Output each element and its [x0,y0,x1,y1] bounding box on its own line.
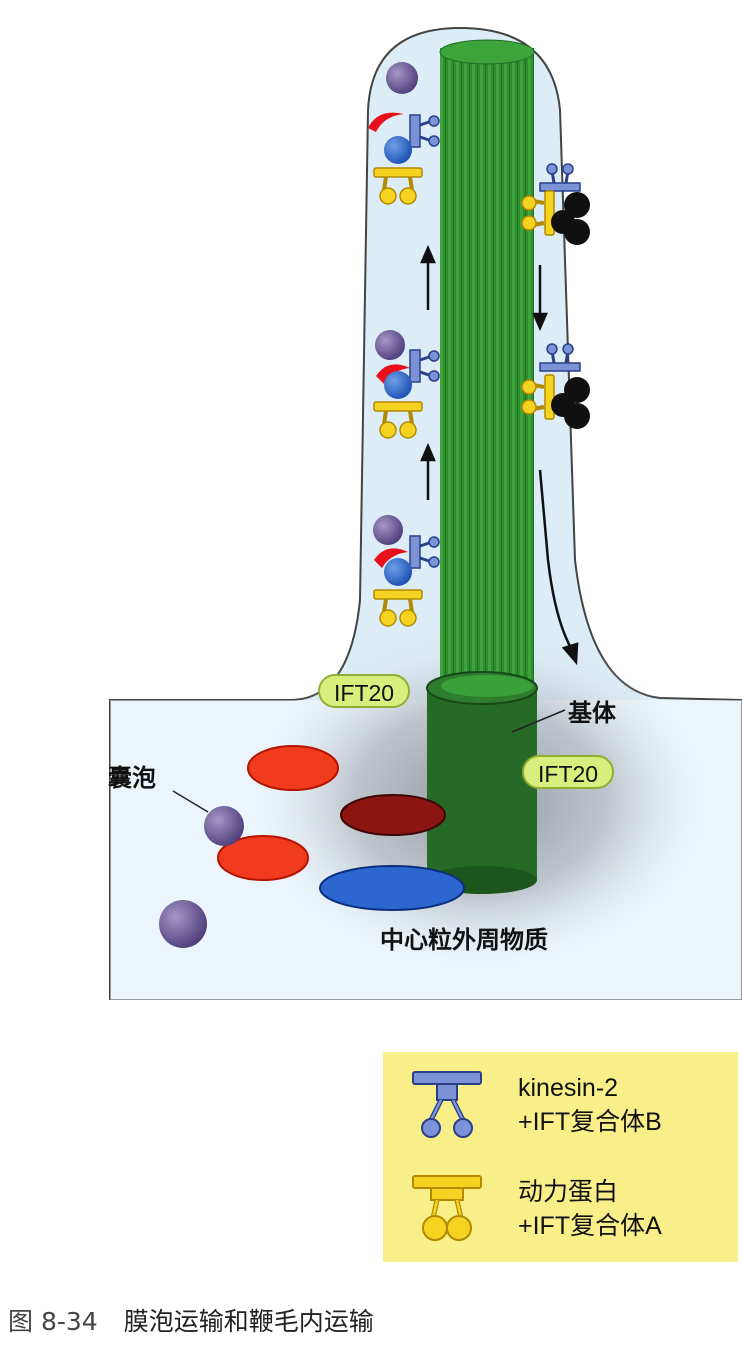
kinesin-ift-b-icon [412,1071,482,1138]
ift20-label-right: IFT20 [522,755,615,789]
dynein-ift-a-icon [412,1175,482,1241]
vesicle-1 [204,806,244,846]
vesicle-leader-line [172,790,209,813]
figure-title: 膜泡运输和鞭毛内运输 [123,1307,374,1336]
legend-kinesin-line1: kinesin-2 [518,1074,619,1102]
legend-kinesin-line2: +IFT复合体B [518,1108,662,1136]
pericentriolar-label: 中心粒外周物质 [380,926,548,954]
vesicle-label: 囊泡 [108,764,156,792]
figure-caption: 图 8-34 膜泡运输和鞭毛内运输 [8,1302,374,1338]
legend-dynein-line1: 动力蛋白 [518,1178,619,1206]
legend-dynein-line2: +IFT复合体A [518,1212,662,1240]
axoneme [440,48,534,708]
ift20-label-left: IFT20 [318,674,411,708]
anterograde-arrows [420,244,436,500]
ift-train-anterograde-top [368,62,441,206]
ift-train-retrograde-middle [520,343,590,429]
figure-number: 图 8-34 [8,1307,98,1336]
vesicle-2 [159,900,207,948]
golgi-disc-blue [319,865,465,911]
basal-body [427,688,537,880]
retrograde-arrows [532,265,579,666]
ift-train-retrograde-top [520,163,590,245]
golgi-disc-red-top [247,745,339,791]
legend: kinesin-2 +IFT复合体B 动力蛋白 +IFT复合体A [383,1052,738,1262]
golgi-disc-red-bottom [217,835,309,881]
basal-body-leader-line [511,709,566,733]
basal-body-label: 基体 [568,699,616,727]
ift-train-anterograde-middle [372,330,441,440]
flagellum-diagram [109,26,742,1000]
ift-train-anterograde-bottom [372,515,441,628]
golgi-disc-dark-red [340,794,446,836]
